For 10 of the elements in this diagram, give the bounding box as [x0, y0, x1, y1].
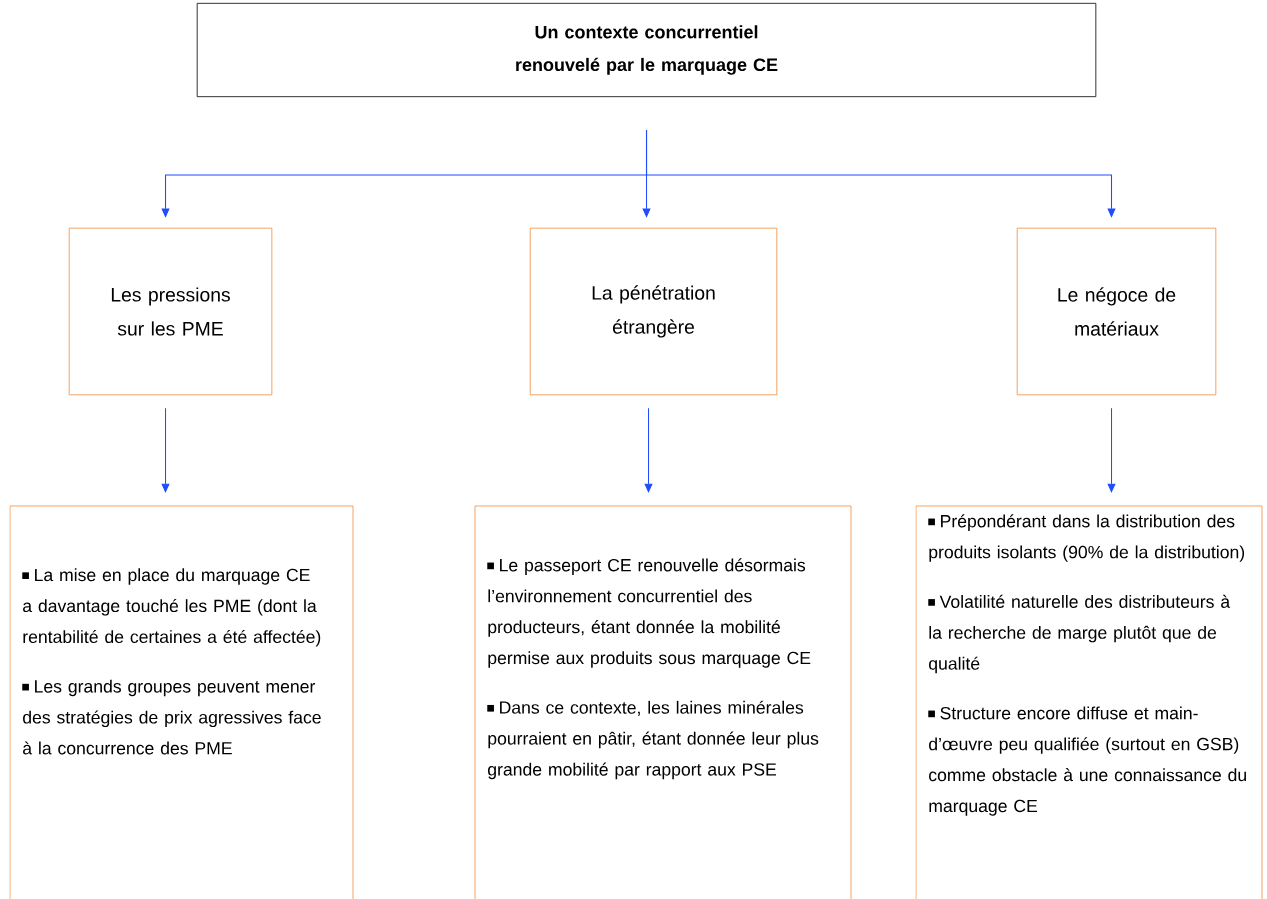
text-box: Prépondérant dans la distribution des produits isolants (90% de la distribution) Volatilité naturelle des distributeurs à la recherche de marge plutôt que de qualité Structure encore diffuse et main-d’œuvre peu qualifiée (surtout en GSB) comme obstacle à une connaissance du marquage CE: [915, 505, 1263, 899]
arrow: [644, 407, 653, 493]
arrow: [1107, 407, 1116, 493]
topic-box: Le négoce de matériaux: [1016, 227, 1217, 396]
topic-box: Les pressions sur les PME: [68, 227, 273, 396]
text-box: Le passeport CE renouvelle désormais l’environnement concurrentiel des producteurs, étant donnée la mobilité permise aux produits sous marquage CE Dans ce contexte, les laines minérales pourraient en pâtir, étant donnée leur plus grande mobilité par rapport aux PSE: [474, 505, 852, 899]
topic-box: La pénétration étrangère: [529, 227, 778, 396]
arrow: [161, 407, 170, 493]
text-box: La mise en place du marquage CE a davantage touché les PME (dont la rentabilité de certaines a été affectée) Les grands groupes peuvent mener des stratégies de prix agressives face à la concurrence des PME: [9, 505, 354, 899]
title-box: Un contexte concurrentiel renouvelé par le marquage CE: [196, 2, 1097, 98]
